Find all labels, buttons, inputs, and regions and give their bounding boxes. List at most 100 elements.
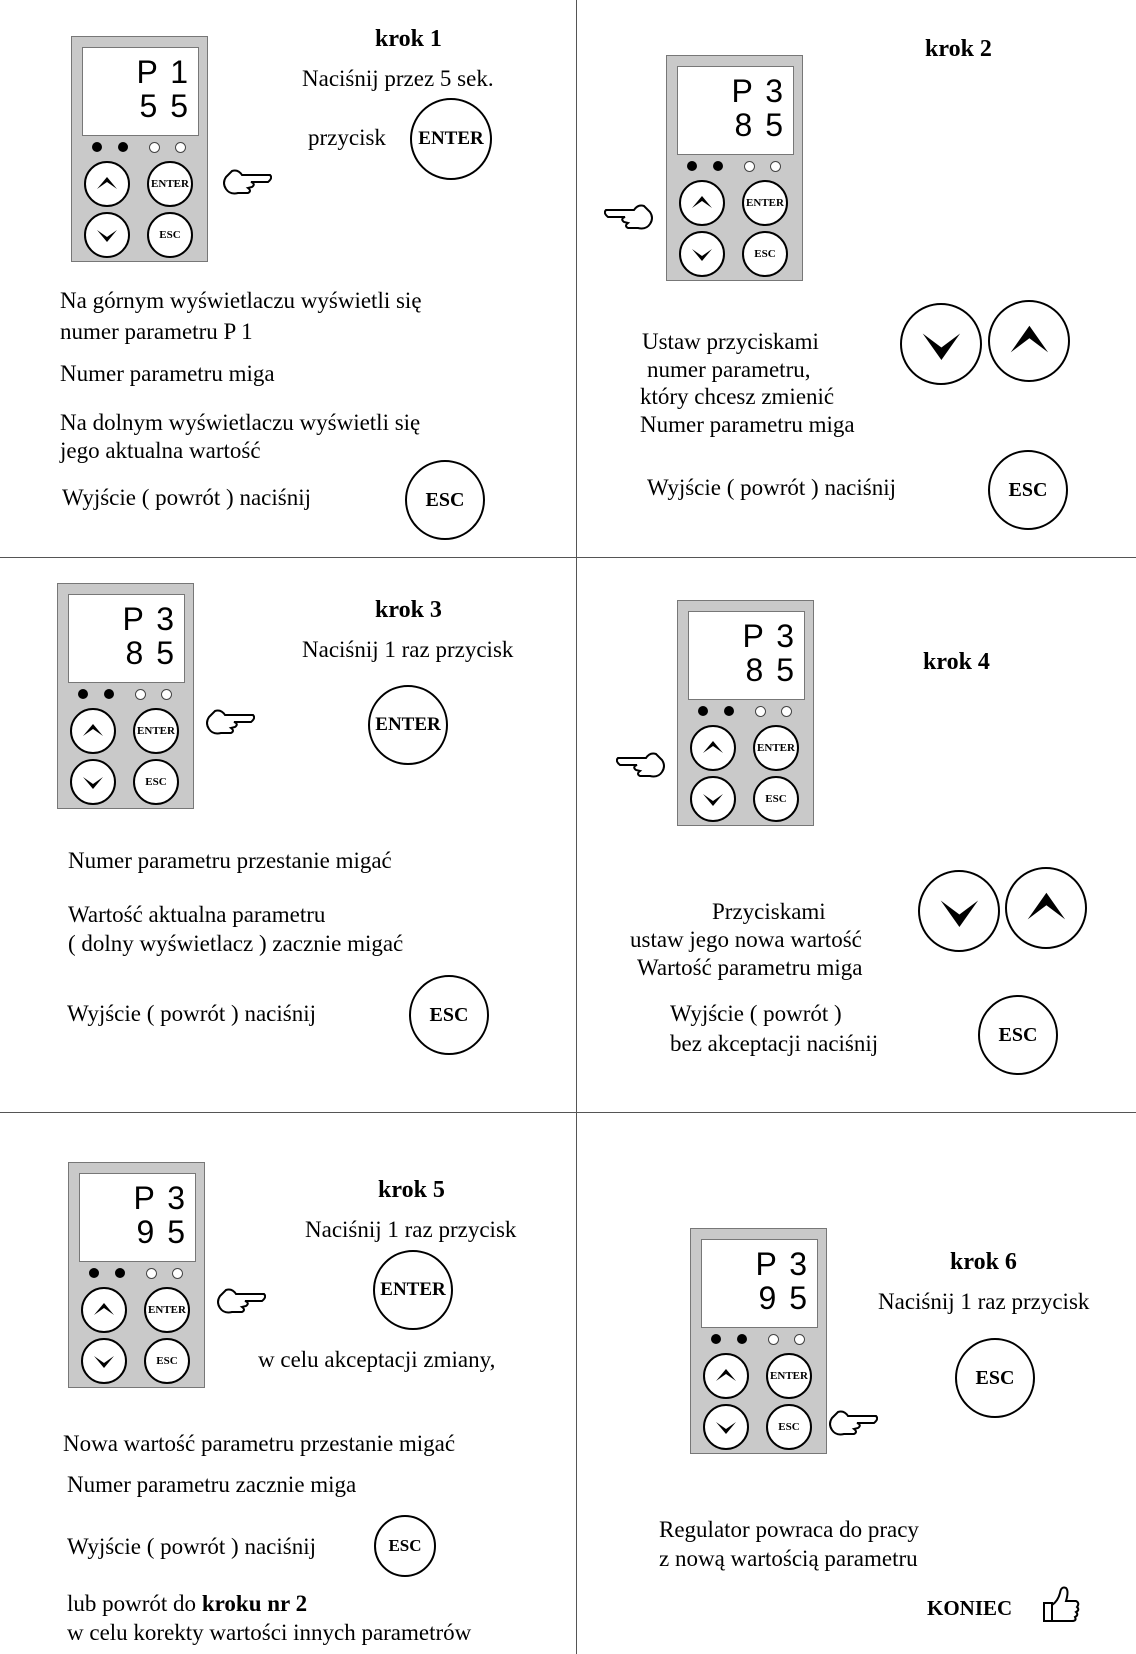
display-bottom: 8 5 — [745, 652, 796, 688]
pointing-hand-icon — [223, 169, 272, 195]
enter-button[interactable]: ENTER — [742, 180, 788, 226]
down-button[interactable] — [81, 1338, 127, 1384]
led-indicator — [118, 142, 128, 152]
enter-button[interactable]: ENTER — [147, 161, 193, 207]
display-top: P 3 — [742, 618, 796, 654]
step3-exit: Wyjście ( powrót ) naciśnij — [67, 1001, 316, 1026]
up-button[interactable] — [679, 180, 725, 226]
up-button[interactable] — [81, 1287, 127, 1333]
led-indicator — [135, 689, 146, 700]
enter-button[interactable]: ENTER — [133, 708, 179, 754]
led-indicator — [172, 1268, 183, 1279]
led-indicator — [78, 689, 88, 699]
display-top: P 3 — [122, 601, 176, 637]
step5-back: lub powrót do kroku nr 2 — [67, 1590, 307, 1618]
up-button-circle[interactable] — [1005, 867, 1087, 949]
step2-exit: Wyjście ( powrót ) naciśnij — [647, 475, 896, 500]
controller-device-step4: P 3 8 5 ENTER ESC — [677, 600, 814, 826]
esc-button[interactable]: ESC — [766, 1404, 812, 1450]
row-divider-2 — [0, 1112, 1136, 1113]
pointing-hand-icon — [217, 1288, 266, 1314]
chevron-up-icon — [83, 724, 103, 736]
up-button[interactable] — [70, 708, 116, 754]
step4-desc1: Przyciskami — [712, 899, 826, 924]
esc-button-circle[interactable]: ESC — [978, 995, 1058, 1075]
chevron-up-icon — [692, 196, 712, 208]
display-top: P 3 — [731, 73, 785, 109]
display-bottom: 9 5 — [758, 1280, 809, 1316]
up-button[interactable] — [703, 1353, 749, 1399]
step2-desc3: który chcesz zmienić — [640, 384, 835, 409]
esc-button-circle[interactable]: ESC — [374, 1515, 436, 1577]
enter-button-circle[interactable]: ENTER — [410, 98, 492, 180]
esc-button-label: ESC — [145, 776, 167, 788]
up-button-circle[interactable] — [988, 300, 1070, 382]
chevron-up-icon — [703, 741, 723, 753]
esc-button[interactable]: ESC — [147, 212, 193, 258]
step6-desc1: Regulator powraca do pracy — [659, 1517, 919, 1542]
led-indicator — [104, 689, 114, 699]
chevron-up-icon — [94, 1303, 114, 1315]
step5-line1: Naciśnij 1 raz przycisk — [305, 1217, 517, 1242]
step1-desc3a: Na dolnym wyświetlaczu wyświetli się — [60, 410, 421, 435]
esc-button[interactable]: ESC — [144, 1338, 190, 1384]
down-button[interactable] — [690, 776, 736, 822]
step4-exit2: bez akceptacji naciśnij — [670, 1031, 879, 1056]
step3-desc2: Wartość aktualna parametru — [68, 902, 326, 927]
led-indicator — [755, 706, 766, 717]
step1-exit: Wyjście ( powrót ) naciśnij — [62, 485, 311, 510]
up-button[interactable] — [84, 161, 130, 207]
step6-line1: Naciśnij 1 raz przycisk — [878, 1289, 1090, 1314]
row-divider-1 — [0, 557, 1136, 558]
step4-desc2: ustaw jego nowa wartość — [630, 927, 862, 952]
enter-button-label: ENTER — [757, 742, 795, 754]
esc-button[interactable]: ESC — [753, 776, 799, 822]
step3-title: krok 3 — [375, 597, 442, 623]
display: P 3 8 5 — [68, 594, 185, 683]
step5-back2: w celu korekty wartości innych parametró… — [67, 1620, 472, 1645]
up-button[interactable] — [690, 725, 736, 771]
led-indicator — [161, 689, 172, 700]
down-button[interactable] — [84, 212, 130, 258]
enter-button[interactable]: ENTER — [766, 1353, 812, 1399]
pointing-hand-icon — [616, 752, 665, 778]
chevron-up-icon — [1010, 325, 1048, 352]
esc-button-circle[interactable]: ESC — [955, 1338, 1035, 1418]
down-button-circle[interactable] — [918, 870, 1000, 952]
esc-button-circle[interactable]: ESC — [405, 460, 485, 540]
enter-button[interactable]: ENTER — [753, 725, 799, 771]
step1-desc3b: jego aktualna wartość — [60, 438, 261, 463]
chevron-up-icon — [716, 1369, 736, 1381]
chevron-down-icon — [83, 777, 103, 789]
step5-back-step-link: kroku nr 2 — [201, 1591, 308, 1616]
step2-desc4: Numer parametru miga — [640, 412, 855, 437]
end-label: KONIEC — [927, 1596, 1013, 1620]
led-indicator — [115, 1268, 125, 1278]
step3-desc3: ( dolny wyświetlacz ) zacznie migać — [68, 931, 404, 956]
step3-line1: Naciśnij 1 raz przycisk — [302, 637, 514, 662]
esc-button-circle[interactable]: ESC — [409, 975, 489, 1055]
down-button[interactable] — [703, 1404, 749, 1450]
step2-desc2: numer parametru, — [647, 357, 811, 382]
esc-button[interactable]: ESC — [133, 759, 179, 805]
enter-button-circle[interactable]: ENTER — [373, 1250, 453, 1330]
controller-device-step1: P 1 5 5 ENTER ESC — [71, 36, 208, 262]
chevron-down-icon — [703, 794, 723, 806]
down-button[interactable] — [679, 231, 725, 277]
esc-button-circle[interactable]: ESC — [988, 450, 1068, 530]
down-button[interactable] — [70, 759, 116, 805]
enter-button[interactable]: ENTER — [144, 1287, 190, 1333]
esc-button[interactable]: ESC — [742, 231, 788, 277]
led-indicator — [713, 161, 723, 171]
esc-button-label: ESC — [156, 1355, 178, 1367]
display-top: P 1 — [136, 54, 190, 90]
down-button-circle[interactable] — [900, 303, 982, 385]
step5-title: krok 5 — [378, 1177, 445, 1203]
display-top: P 3 — [755, 1246, 809, 1282]
esc-button-label: ESC — [754, 248, 776, 260]
step6-title: krok 6 — [950, 1249, 1017, 1275]
chevron-down-icon — [97, 230, 117, 242]
enter-button-circle[interactable]: ENTER — [368, 685, 448, 765]
step4-title: krok 4 — [923, 649, 990, 675]
step4-exit1: Wyjście ( powrót ) — [670, 1001, 842, 1026]
